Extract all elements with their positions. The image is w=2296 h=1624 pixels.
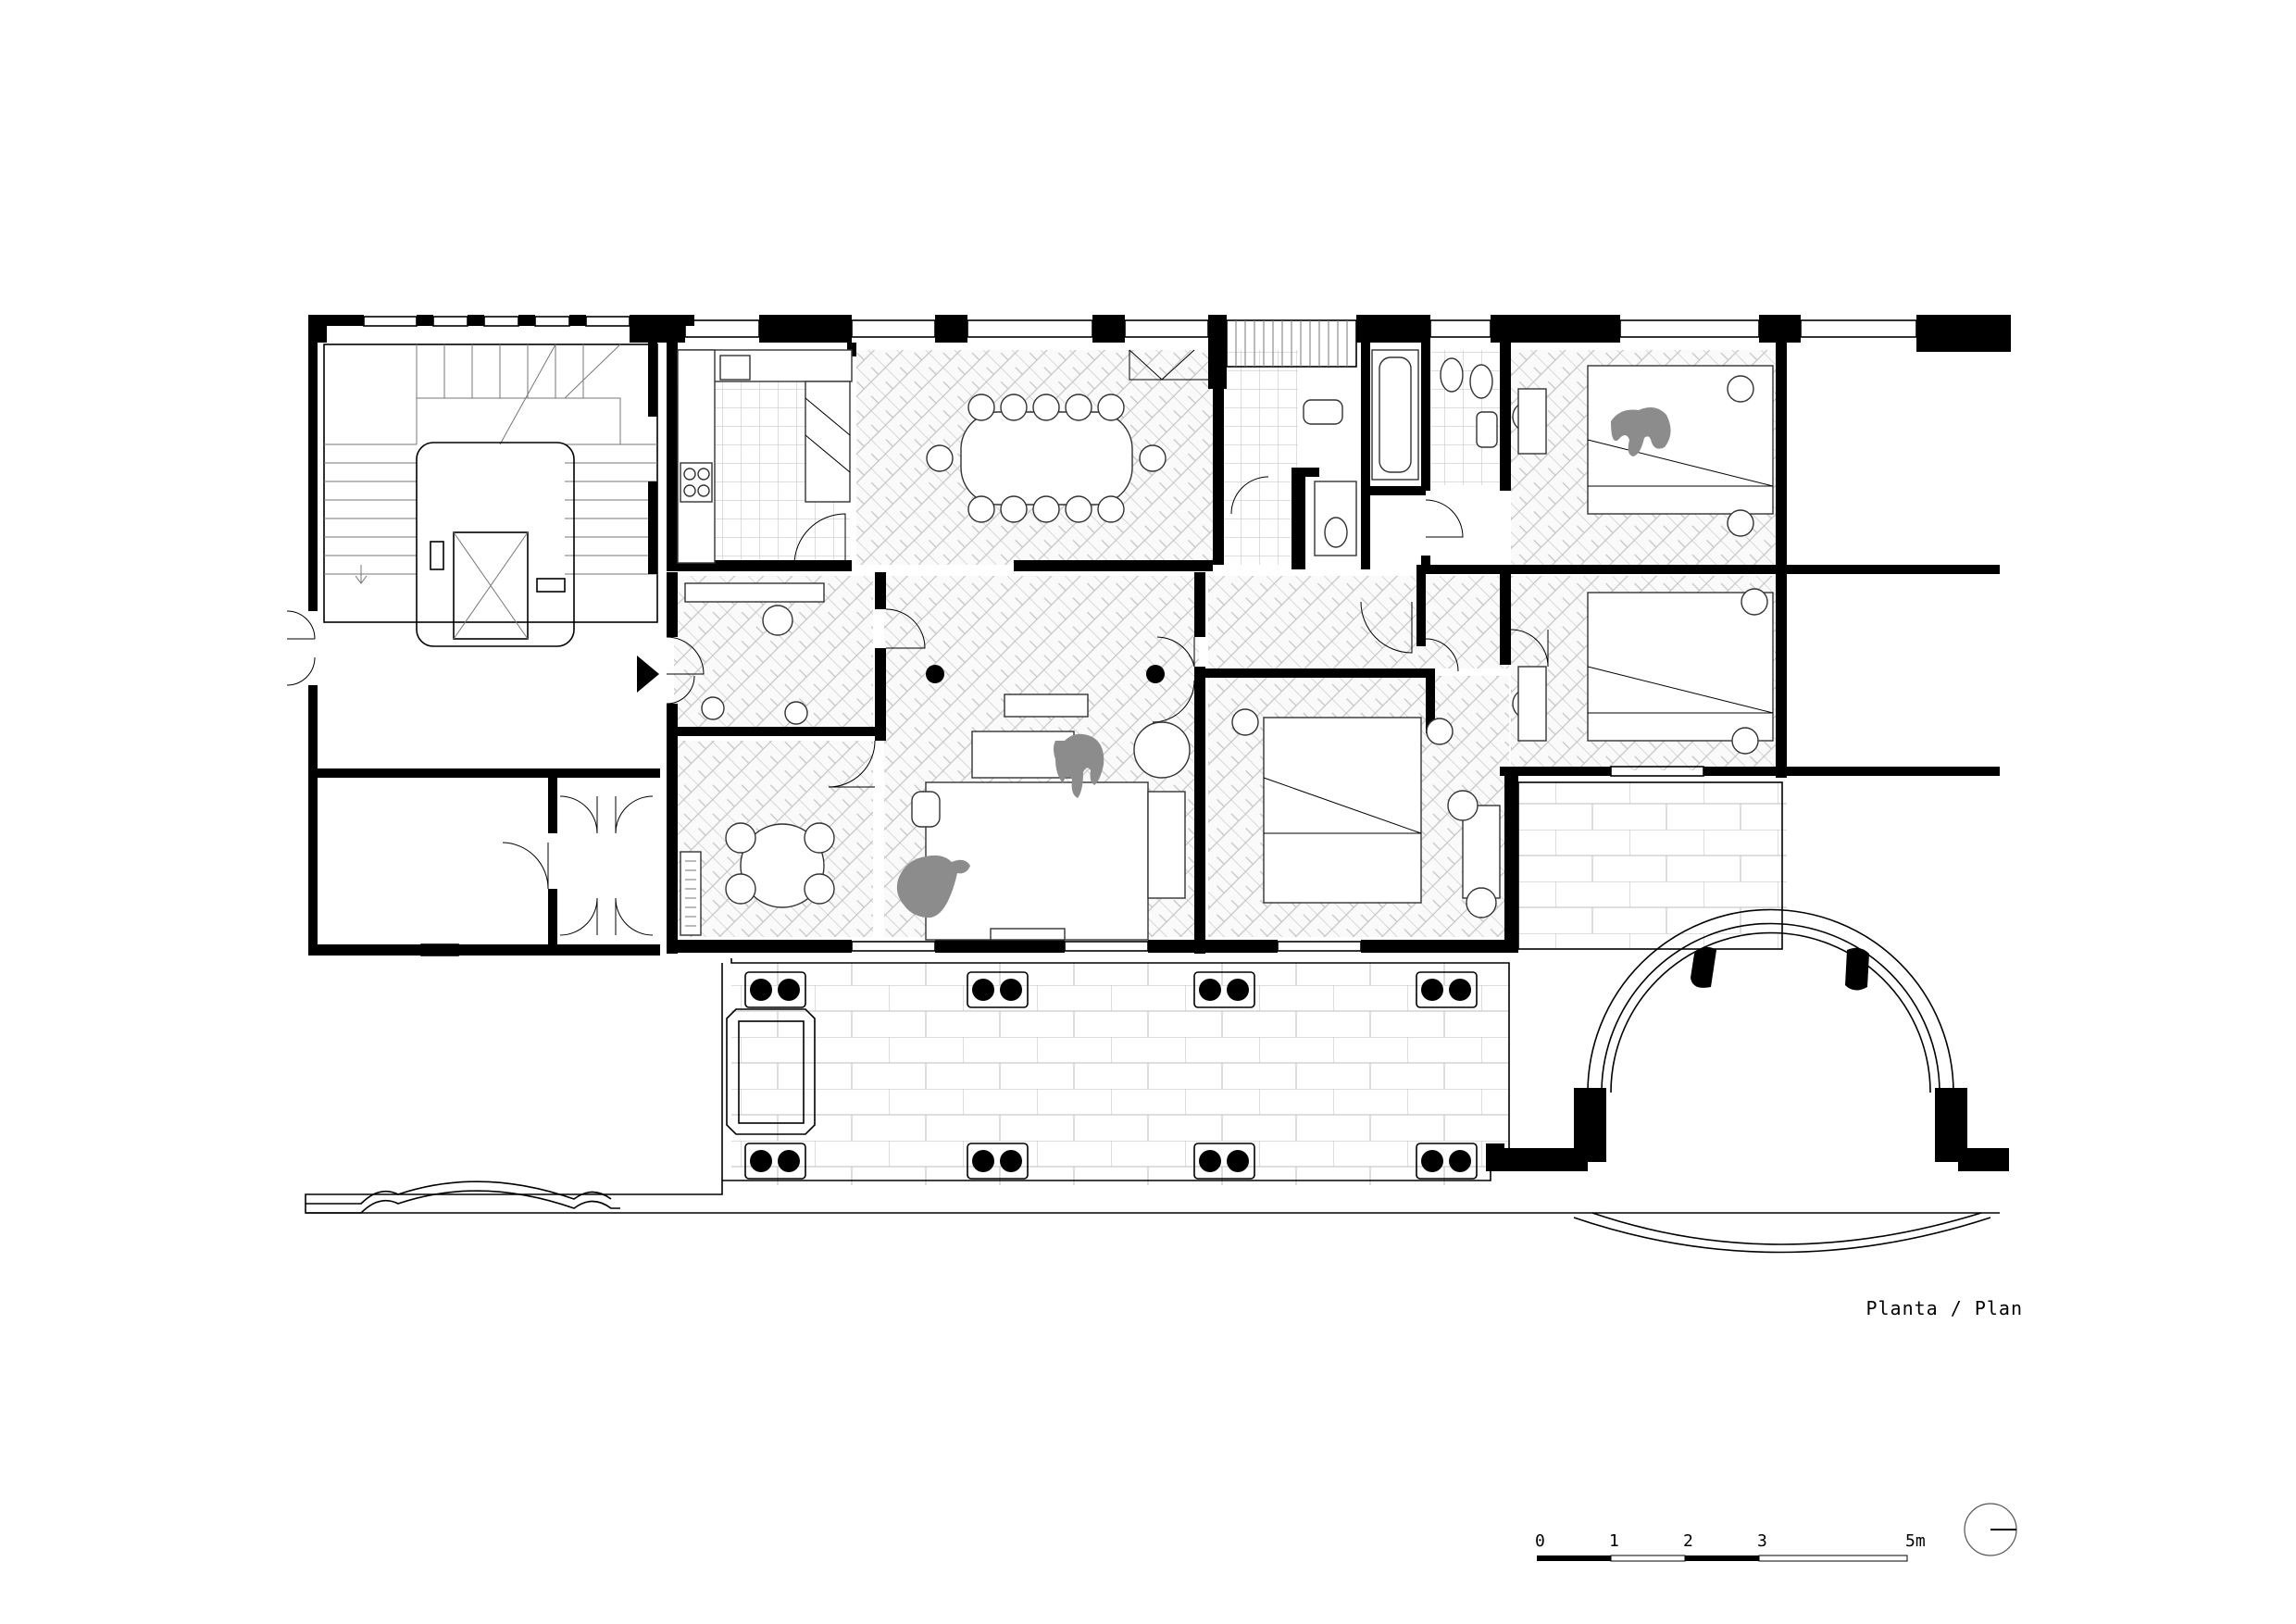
bedroom-2 <box>1512 588 1774 755</box>
figure-living <box>1054 733 1104 798</box>
column-2 <box>1146 665 1165 683</box>
toilet-2 <box>1440 357 1464 393</box>
double-bed-2 <box>1587 592 1774 742</box>
scale-tick-3: 3 <box>1757 1531 1767 1551</box>
hall-furniture <box>680 582 835 936</box>
scale-bar: 0 1 2 3 5m <box>1535 1531 1926 1562</box>
scale-tick-1: 1 <box>1609 1531 1619 1551</box>
column-pairs <box>744 971 1478 1180</box>
sofa-2 <box>1147 791 1186 899</box>
bedroom-3 <box>1231 708 1501 918</box>
column-1 <box>926 665 944 683</box>
bedroom-1 <box>1512 365 1774 537</box>
terrace-right-floor <box>1518 782 1787 949</box>
piano <box>680 851 702 936</box>
elevator-car <box>453 531 529 640</box>
figure-bedroom <box>1611 406 1671 456</box>
double-bed-3 <box>1263 717 1422 904</box>
scale-tick-0: 0 <box>1535 1531 1545 1551</box>
door-entry-left <box>286 610 316 640</box>
kitchen-sink <box>719 355 751 381</box>
doors <box>286 476 1549 936</box>
balcony-grille <box>1226 319 1357 368</box>
terrace-front-floor <box>731 963 1509 1185</box>
scale-tick-2: 2 <box>1683 1531 1693 1551</box>
toilet <box>1324 517 1348 548</box>
stairwell <box>323 344 658 647</box>
elevator-shaft <box>416 442 575 647</box>
scale-tick-5m: 5m <box>1905 1531 1926 1551</box>
bathroom-fixtures <box>1303 349 1498 556</box>
figures <box>896 406 1671 918</box>
washbasin <box>1303 399 1343 425</box>
figure-hall <box>896 855 970 918</box>
dining-area <box>926 394 1167 523</box>
balustrade-left <box>306 1181 620 1214</box>
cooktop <box>680 462 713 503</box>
corridor-floor <box>1208 576 1509 668</box>
planter <box>726 1008 816 1135</box>
round-table <box>740 823 825 908</box>
bathroom-floor <box>1224 350 1298 565</box>
walls <box>308 315 2011 956</box>
entrance-arrow-icon <box>637 656 659 693</box>
dining-chairs <box>926 394 1167 523</box>
terrace <box>305 781 2009 1254</box>
kitchen-fixtures <box>677 349 1213 564</box>
drawing-title: Planta / Plan <box>1866 1297 2023 1319</box>
dining-table <box>960 411 1133 506</box>
rotunda <box>1491 908 2009 1171</box>
windows <box>363 316 1917 956</box>
north-arrow-icon <box>1964 1503 2017 1556</box>
armchair <box>911 791 941 828</box>
bidet <box>1469 364 1493 399</box>
